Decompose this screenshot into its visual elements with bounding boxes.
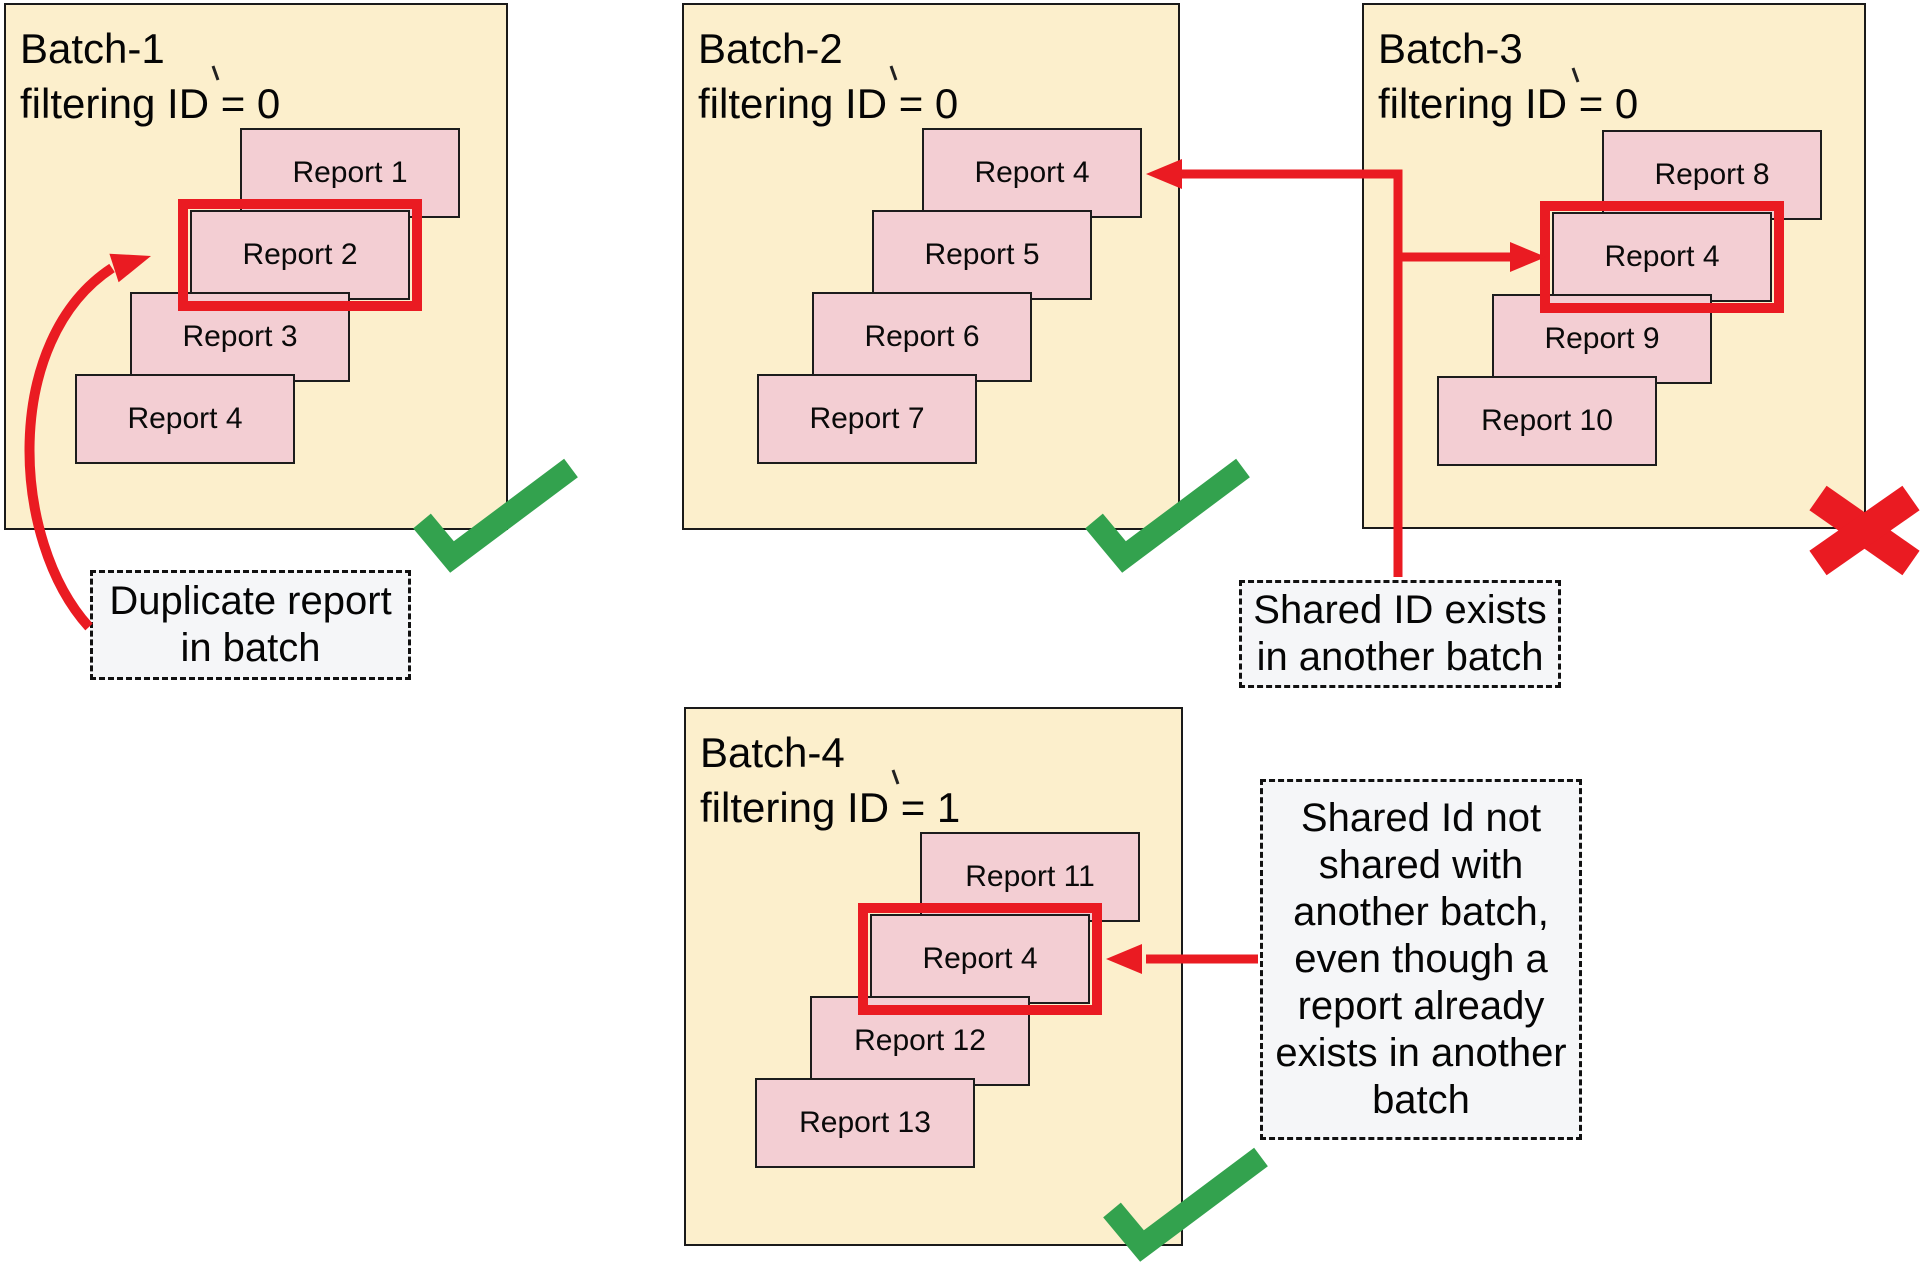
note-line: in another batch	[1256, 635, 1544, 679]
report-label: Report 1	[292, 156, 408, 189]
report-label: Report 7	[809, 402, 925, 435]
batch-4-filtering-id: filtering ID = 1	[700, 784, 961, 831]
duplicate-report-note: Duplicate report in batch	[90, 570, 411, 680]
shared-report-highlight-box-batch4	[858, 903, 1102, 1015]
note-line: shared with	[1318, 843, 1524, 887]
report-card: Report 10	[1437, 376, 1657, 466]
note-line: report already	[1297, 984, 1545, 1028]
report-card: Report 4	[922, 128, 1142, 218]
note-line: batch	[1372, 1078, 1470, 1122]
report-card: Report 4	[870, 914, 1090, 1004]
report-label: Report 12	[854, 1024, 986, 1057]
report-label: Report 9	[1544, 322, 1660, 355]
note-line: even though a	[1294, 937, 1548, 981]
batch-4-name: Batch-4	[700, 729, 845, 776]
batch-1-filtering-id: filtering ID = 0	[20, 80, 281, 127]
report-card: Report 13	[755, 1078, 975, 1168]
note-line: exists in another	[1275, 1031, 1567, 1075]
note-line: in batch	[180, 626, 321, 670]
report-label: Report 4	[127, 402, 243, 435]
report-label: Report 4	[1604, 240, 1720, 273]
batch-3-filtering-id: filtering ID = 0	[1378, 80, 1639, 127]
report-card: Report 6	[812, 292, 1032, 382]
batch-2-filtering-id: filtering ID = 0	[698, 80, 959, 127]
report-label: Report 4	[922, 942, 1038, 975]
report-label: Report 13	[799, 1106, 931, 1139]
batch-3-title: Batch-3 filtering ID = 0	[1378, 21, 1638, 131]
report-label: Report 4	[974, 156, 1090, 189]
report-label: Report 3	[182, 320, 298, 353]
report-label: Report 11	[965, 860, 1095, 893]
report-card: Report 4	[75, 374, 295, 464]
batch-1-title: Batch-1 filtering ID = 0	[20, 21, 280, 131]
batch-2-panel: Batch-2 filtering ID = 0 Report 4 Report…	[682, 3, 1180, 530]
report-label: Report 8	[1654, 158, 1770, 191]
report-label: Report 2	[242, 238, 358, 271]
note-line: Shared ID exists	[1253, 588, 1547, 632]
report-label: Report 6	[864, 320, 980, 353]
report-card: Report 7	[757, 374, 977, 464]
batch-1-name: Batch-1	[20, 25, 165, 72]
batch-3-name: Batch-3	[1378, 25, 1523, 72]
note-line: Shared Id not	[1300, 796, 1542, 840]
duplicate-report-highlight-box	[178, 199, 422, 311]
report-card: Report 5	[872, 210, 1092, 300]
batch-4-title: Batch-4 filtering ID = 1	[700, 725, 960, 835]
note-line: another batch,	[1293, 890, 1549, 934]
batch-2-title: Batch-2 filtering ID = 0	[698, 21, 958, 131]
shared-id-note: Shared ID exists in another batch	[1239, 580, 1561, 688]
shared-report-highlight-box-batch3	[1540, 201, 1784, 313]
report-card: Report 2	[190, 210, 410, 300]
not-shared-id-note: Shared Id not shared with another batch,…	[1260, 779, 1582, 1140]
report-label: Report 5	[924, 238, 1040, 271]
report-label: Report 10	[1481, 404, 1613, 437]
note-line: Duplicate report	[109, 579, 392, 623]
batch-2-name: Batch-2	[698, 25, 843, 72]
